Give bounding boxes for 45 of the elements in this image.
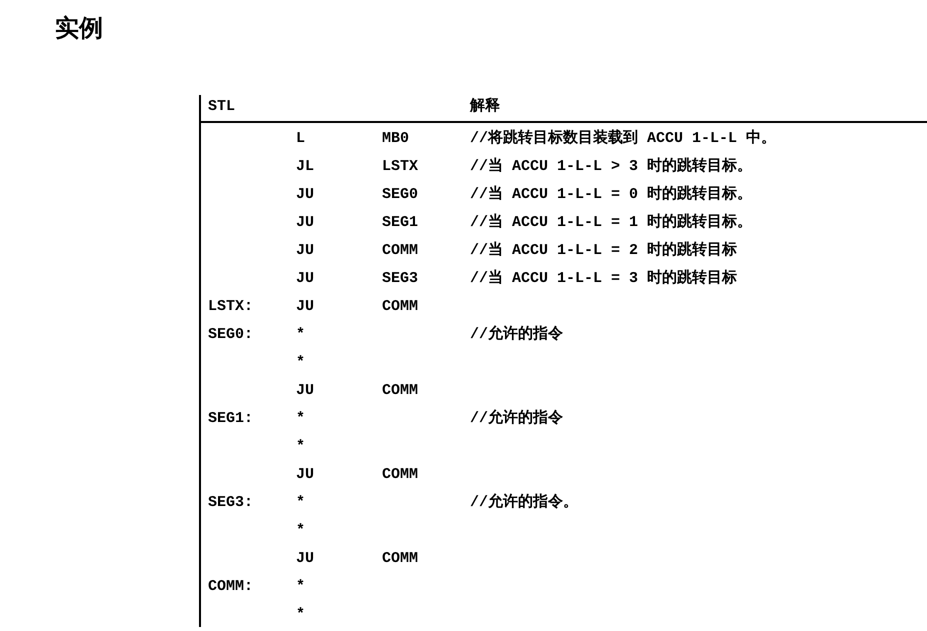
instruction: JU [296, 297, 314, 317]
jump-label: LSTX: [208, 297, 254, 317]
instruction: JU [296, 549, 314, 569]
operand: COMM [382, 241, 418, 261]
instruction: * [296, 325, 306, 345]
operand: COMM [382, 549, 418, 569]
instruction: * [296, 521, 306, 541]
instruction: JL [296, 157, 314, 177]
comment: //当 ACCU 1-L-L = 2 时的跳转目标 [470, 241, 738, 261]
operand: MB0 [382, 129, 410, 149]
comment: //当 ACCU 1-L-L = 0 时的跳转目标。 [470, 185, 752, 205]
operand: COMM [382, 465, 418, 485]
comment: //允许的指令 [470, 325, 564, 345]
operand: LSTX [382, 157, 418, 177]
column-header: 解释 [470, 97, 500, 117]
jump-label: SEG3: [208, 493, 254, 513]
instruction: JU [296, 185, 314, 205]
comment: //当 ACCU 1-L-L = 3 时的跳转目标 [470, 269, 738, 289]
jump-label: COMM: [208, 577, 254, 597]
instruction: JU [296, 465, 314, 485]
jump-label: SEG1: [208, 409, 254, 429]
comment: //允许的指令 [470, 409, 564, 429]
instruction: JU [296, 381, 314, 401]
instruction: * [296, 437, 306, 457]
instruction: L [296, 129, 306, 149]
operand: SEG1 [382, 213, 418, 233]
instruction: * [296, 493, 306, 513]
operand: COMM [382, 381, 418, 401]
page-title: 实例 [55, 13, 103, 44]
instruction: * [296, 409, 306, 429]
instruction: JU [296, 213, 314, 233]
operand: SEG3 [382, 269, 418, 289]
comment: //当 ACCU 1-L-L > 3 时的跳转目标。 [470, 157, 752, 177]
instruction: * [296, 605, 306, 625]
operand: SEG0 [382, 185, 418, 205]
instruction: JU [296, 269, 314, 289]
comment: //当 ACCU 1-L-L = 1 时的跳转目标。 [470, 213, 752, 233]
operand: COMM [382, 297, 418, 317]
instruction: * [296, 353, 306, 373]
jump-label: SEG0: [208, 325, 254, 345]
comment: //允许的指令。 [470, 493, 578, 513]
instruction: JU [296, 241, 314, 261]
comment: //将跳转目标数目装载到 ACCU 1-L-L 中。 [470, 129, 776, 149]
instruction: * [296, 577, 306, 597]
column-header: STL [208, 97, 236, 117]
